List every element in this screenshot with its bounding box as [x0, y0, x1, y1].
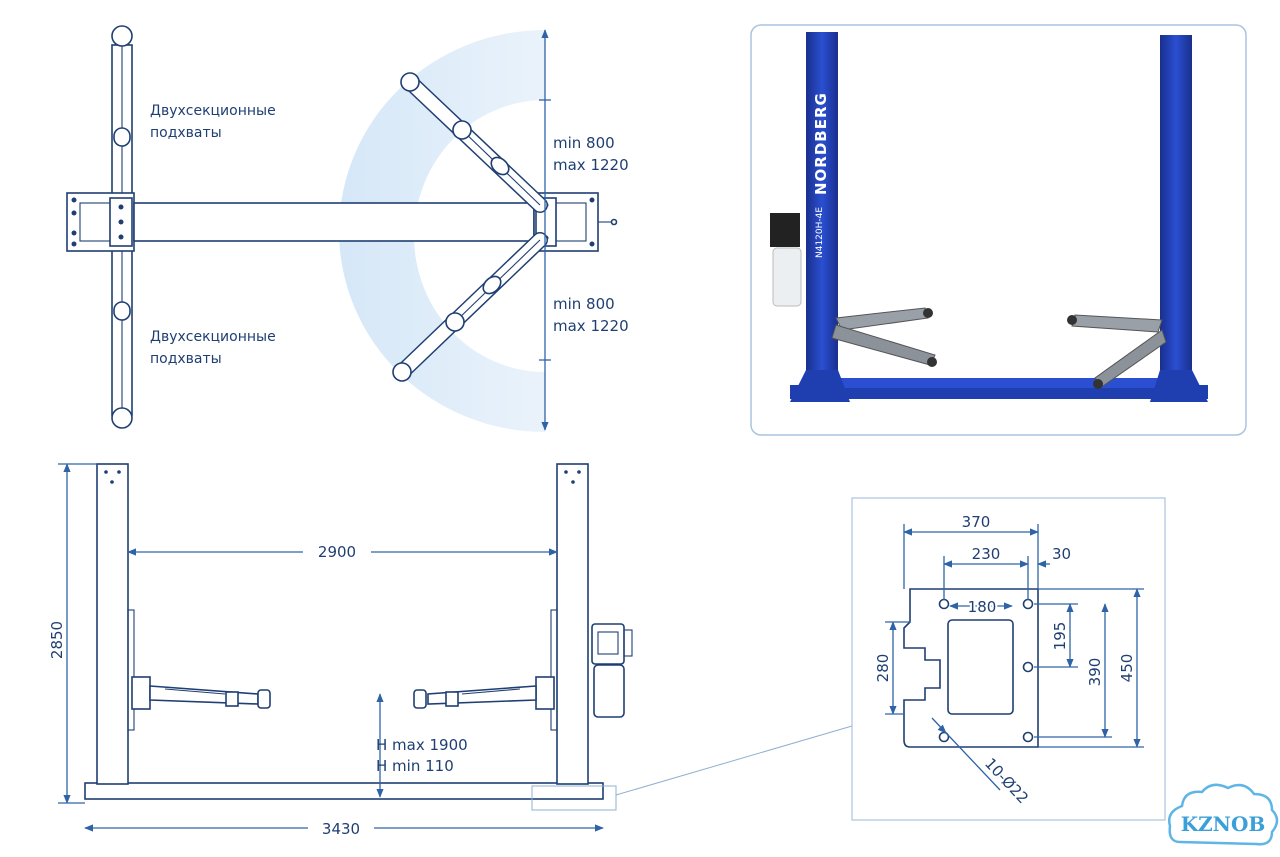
dim-450: 450 [1118, 654, 1136, 683]
front-right-arm [413, 676, 555, 710]
dim-230: 230 [972, 545, 1001, 563]
dim-2850: 2850 [48, 621, 66, 659]
watermark-text: KZNOB [1181, 812, 1266, 836]
arm-label-top-line2: подхваты [150, 125, 222, 141]
range-bottom-max: max 1220 [553, 317, 629, 335]
top-view: Двухсекционные подхваты Двухсекционные п… [66, 25, 629, 432]
left-carriage [66, 192, 135, 252]
arm-label-top-line1: Двухсекционные [150, 103, 276, 119]
dim-180: 180 [968, 598, 997, 616]
h-max: H max 1900 [376, 736, 468, 754]
dim-2900: 2900 [318, 543, 356, 561]
brand-on-post: NORDBERG [812, 92, 830, 195]
front-view: 2900 2850 3430 H max 1900 H min 110 [48, 463, 853, 840]
kznob-watermark-logo: KZNOB [1168, 783, 1279, 846]
range-top-max: max 1220 [553, 156, 629, 174]
range-top-min: min 800 [553, 134, 615, 152]
dim-370: 370 [962, 513, 991, 531]
h-min: H min 110 [376, 757, 454, 775]
lift-photo: NORDBERG N4120H-4E [750, 24, 1247, 436]
dim-3430: 3430 [322, 820, 360, 838]
dim-195: 195 [1051, 622, 1069, 651]
hydraulic-unit [591, 623, 633, 718]
dim-30: 30 [1052, 545, 1071, 563]
arm-swing-area [339, 30, 545, 432]
front-base [84, 782, 604, 800]
range-bottom-min: min 800 [553, 295, 615, 313]
arm-range-dimension [539, 29, 551, 431]
dim-390: 390 [1086, 658, 1104, 687]
top-crossbar [133, 202, 535, 242]
right-two-section-arms [392, 72, 548, 382]
dim-280: 280 [874, 654, 892, 683]
front-left-post [96, 463, 129, 785]
front-left-arm [131, 676, 271, 710]
arm-label-bottom-line1: Двухсекционные [150, 329, 276, 345]
base-plate-detail: 370 230 30 180 195 390 450 280 10-Ø22 [851, 497, 1166, 821]
base-detail-marker [531, 785, 617, 811]
arm-label-bottom-line2: подхваты [150, 351, 222, 367]
model-on-post: N4120H-4E [815, 207, 825, 258]
front-right-post [556, 463, 589, 785]
